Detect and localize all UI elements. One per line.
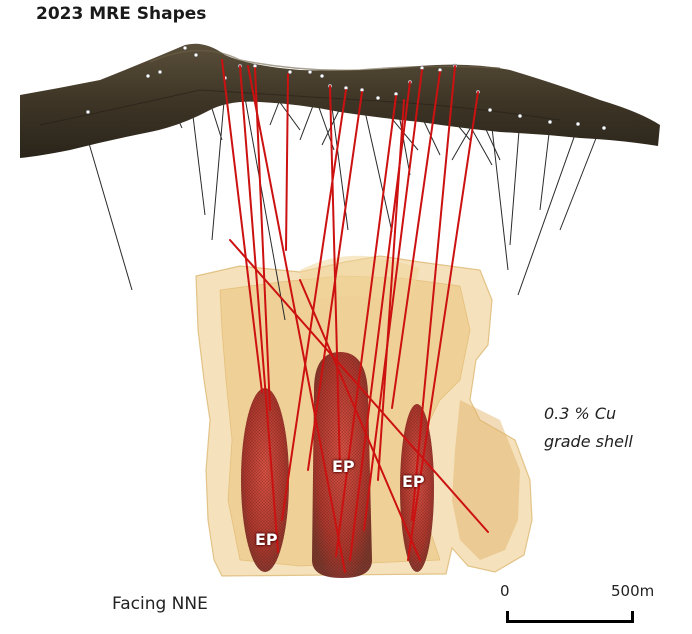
scale-bar	[506, 620, 634, 623]
scale-bar-zero: 0	[500, 582, 510, 600]
orebody-label-center: EP	[332, 457, 355, 476]
orientation-label: Facing NNE	[112, 594, 208, 614]
orebody-label-right: EP	[402, 472, 425, 491]
orebody-label-left: EP	[255, 530, 278, 549]
grade-shell-label-line1: 0.3 % Cu	[544, 400, 633, 428]
grade-shell-label-line2: grade shell	[544, 428, 633, 456]
terrain-surface	[20, 44, 660, 158]
grade-shell-label: 0.3 % Cu grade shell	[544, 400, 633, 456]
figure-title: 2023 MRE Shapes	[36, 4, 206, 24]
scale-bar-max: 500m	[611, 582, 654, 600]
